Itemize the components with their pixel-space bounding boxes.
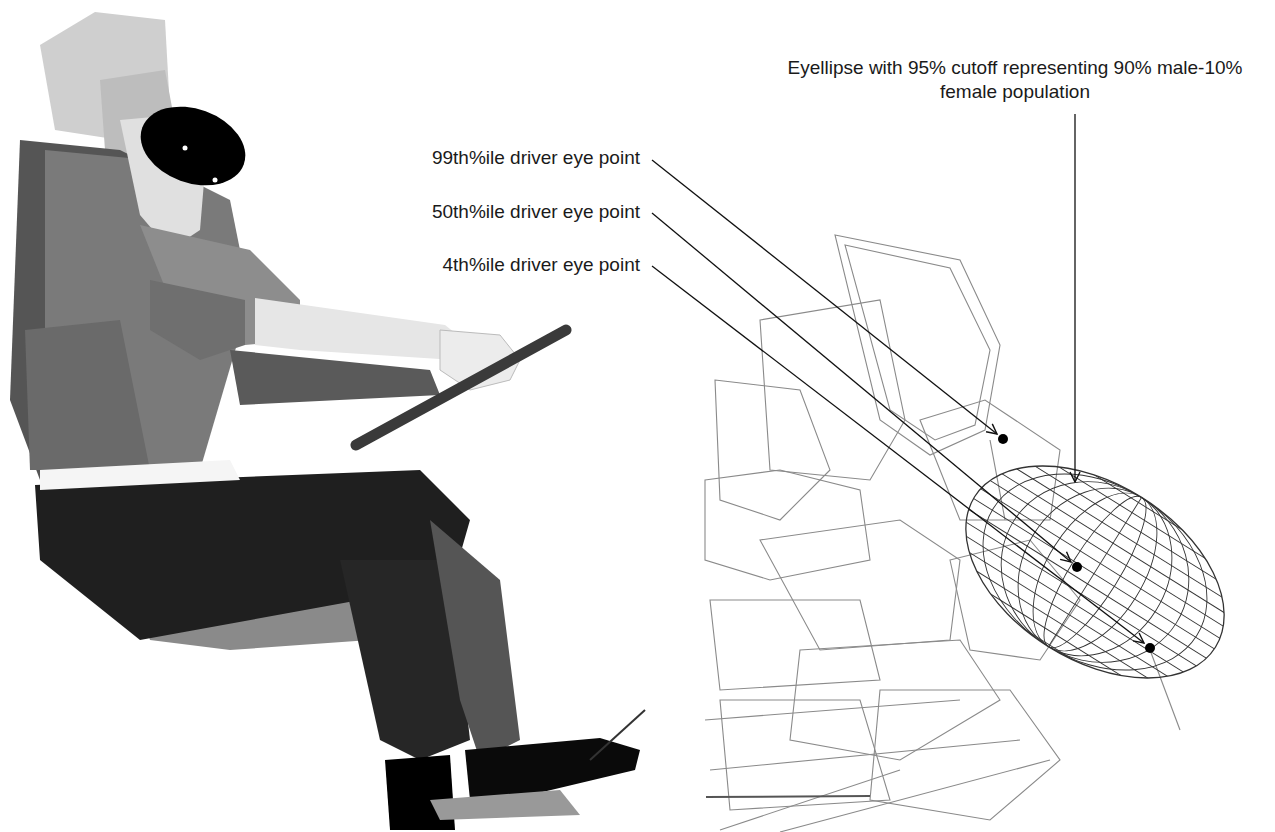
eye-point <box>998 434 1155 653</box>
wireframe-mannequin <box>710 600 880 690</box>
wireframe-mannequin <box>720 770 900 830</box>
leader-line <box>1074 114 1075 482</box>
wireframe-mannequin <box>760 520 960 650</box>
driver-mannequin <box>430 790 580 820</box>
driver-mannequin <box>430 520 520 760</box>
driver-mannequin <box>130 93 257 199</box>
driver-mannequin <box>356 330 566 445</box>
eyellipse-caption: Eyellipse with 95% cutoff representing 9… <box>762 56 1268 104</box>
leader-line <box>652 114 1144 643</box>
wireframe-mannequin <box>705 235 1180 832</box>
eyellipse <box>1028 485 1162 660</box>
driver-mannequin <box>183 146 188 151</box>
driver-mannequin <box>255 298 470 360</box>
eye-point <box>1072 562 1082 572</box>
eyellipse <box>928 422 1262 722</box>
wireframe-mannequin <box>705 470 870 580</box>
eyellipse <box>1008 472 1183 672</box>
leader-line <box>652 160 997 434</box>
eyellipse <box>1046 494 1144 651</box>
eye-point <box>1145 643 1155 653</box>
driver-mannequin <box>25 320 150 470</box>
eye-point-label: 99th%ile driver eye point <box>432 146 640 170</box>
wireframe-mannequin <box>920 400 1060 520</box>
eye-point-label: 50th%ile driver eye point <box>432 200 640 224</box>
wireframe-mannequin <box>706 796 870 797</box>
eyellipse <box>914 412 1275 733</box>
driver-mannequin <box>590 710 645 760</box>
eye-point-label: 4th%ile driver eye point <box>443 253 641 277</box>
driver-mannequin <box>10 12 645 830</box>
wireframe-mannequin <box>715 380 830 520</box>
wireframe-mannequin <box>705 700 960 720</box>
driver-mannequin <box>150 280 245 360</box>
driver-mannequin <box>40 460 240 490</box>
eyellipse <box>914 412 1275 733</box>
driver-mannequin <box>230 350 440 405</box>
leader-line <box>652 266 1144 643</box>
wireframe-mannequin <box>760 300 905 480</box>
wireframe-mannequin <box>710 740 1020 770</box>
leader-line <box>652 213 1071 562</box>
eyellipse <box>914 412 1275 733</box>
eye-point <box>998 434 1008 444</box>
eyellipse <box>967 446 1223 697</box>
wireframe-mannequin <box>950 540 1080 660</box>
wireframe-mannequin <box>835 235 1000 455</box>
wireframe-mannequin <box>990 440 1005 520</box>
eyellipse <box>987 459 1202 685</box>
driver-mannequin <box>213 178 218 183</box>
